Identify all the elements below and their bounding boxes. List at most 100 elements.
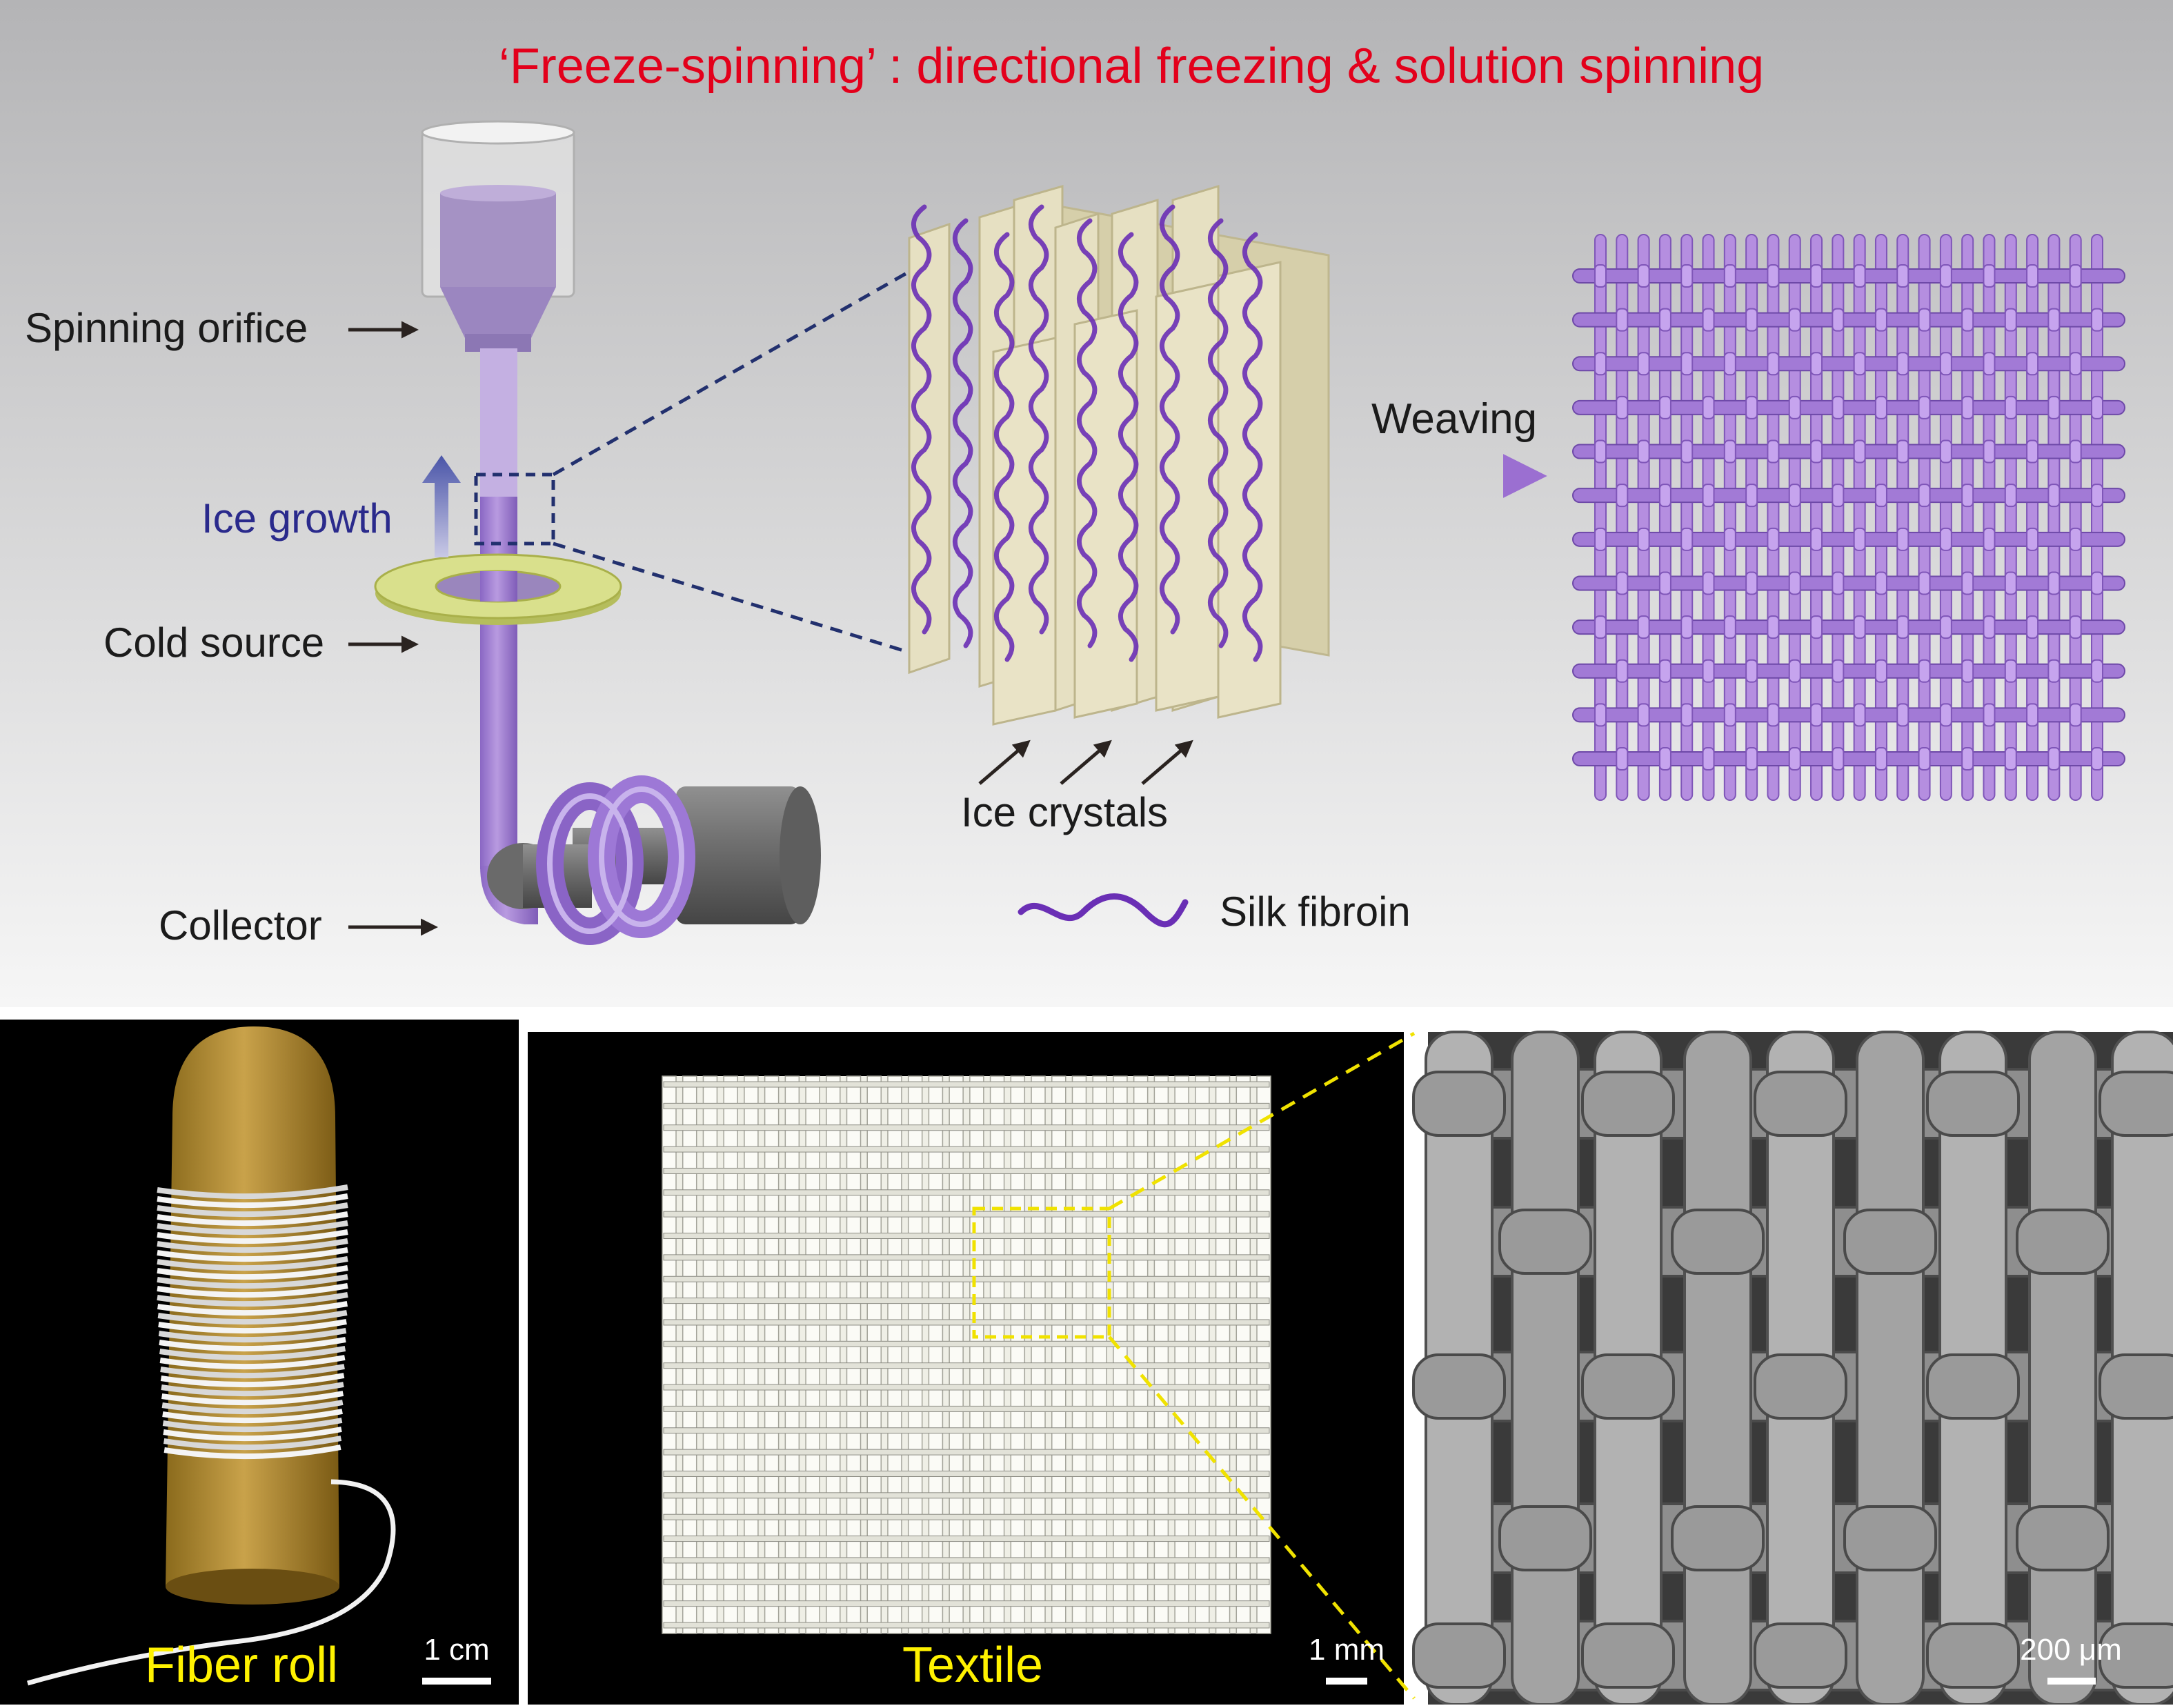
- warp-crossing: [2004, 484, 2017, 508]
- warp-crossing: [1723, 264, 1736, 288]
- weaving-label: Weaving: [1371, 395, 1537, 443]
- fiber-winding: [158, 1319, 347, 1334]
- textile-warp: [887, 1075, 902, 1634]
- textile-weft: [663, 1622, 1270, 1629]
- weft-fiber: [1572, 268, 2125, 284]
- warp-crossing: [2026, 352, 2039, 376]
- warp-crossing: [1767, 615, 1780, 639]
- warp-crossing: [2069, 352, 2082, 376]
- fiber-winding: [157, 1193, 348, 1209]
- warp-crossing: [1939, 439, 1952, 464]
- warp-crossing: [2026, 264, 2039, 288]
- textile-weft: [663, 1340, 1270, 1347]
- fiber-winding: [161, 1382, 344, 1397]
- ice-growth-label: Ice growth: [201, 495, 393, 542]
- fiber-winding: [157, 1310, 348, 1325]
- warp-crossing: [1745, 659, 1758, 683]
- ice-sheet-front: [992, 337, 1057, 726]
- fiber-winding: [157, 1265, 348, 1280]
- warp-crossing: [1896, 615, 1909, 639]
- ice-crystal-pointer-2: [1060, 739, 1112, 785]
- warp-crossing: [1788, 395, 1801, 419]
- warp-crossing: [1810, 615, 1823, 639]
- silk-fibroin-chain: [1159, 204, 1180, 635]
- warp-crossing: [2047, 395, 2061, 419]
- textile-weft: [663, 1449, 1270, 1456]
- ice-crystal-sheets: [908, 184, 1330, 726]
- warp-crossing: [1918, 308, 1931, 332]
- warp-crossing: [1680, 352, 1694, 376]
- warp-crossing: [1853, 703, 1866, 727]
- warp-fiber: [1745, 234, 1758, 801]
- warp-crossing: [2026, 527, 2039, 551]
- warp-crossing: [2091, 659, 2103, 683]
- sem-weft-over: [1926, 1071, 2020, 1137]
- fiber-winding: [157, 1184, 348, 1200]
- warp-crossing: [2047, 659, 2061, 683]
- warp-fiber: [1810, 234, 1823, 801]
- sem-weft-over: [1926, 1622, 2020, 1689]
- fiber-winding: [159, 1355, 346, 1370]
- textile-warp: [1215, 1075, 1231, 1634]
- textile-weft: [663, 1600, 1270, 1607]
- textile-warp: [969, 1075, 984, 1634]
- textile-caption: Textile: [902, 1638, 1043, 1693]
- weft-fiber: [1572, 663, 2125, 679]
- syringe-rim: [421, 120, 575, 145]
- warp-crossing: [1918, 395, 1931, 419]
- warp-fiber: [1702, 234, 1715, 801]
- fiber-winding: [157, 1202, 348, 1218]
- warp-crossing: [1594, 615, 1607, 639]
- textile-warp: [1092, 1075, 1107, 1634]
- textile-warp: [702, 1075, 718, 1634]
- sem-weft-over: [2016, 1505, 2110, 1571]
- fiber-winding: [159, 1346, 346, 1361]
- fiber-frozen: [480, 497, 517, 869]
- warp-fiber: [2004, 234, 2017, 801]
- warp-crossing: [2091, 308, 2103, 332]
- warp-crossing: [1939, 264, 1952, 288]
- textile-weft: [663, 1233, 1270, 1240]
- sem-weft-over: [1581, 1353, 1675, 1420]
- warp-crossing: [1680, 439, 1694, 464]
- textile-weft: [663, 1536, 1270, 1542]
- textile-warp: [682, 1075, 697, 1634]
- textile-warp: [1153, 1075, 1169, 1634]
- textile-weft: [663, 1384, 1270, 1391]
- sem-warp-fiber: [1683, 1031, 1752, 1706]
- fiber-winding: [161, 1400, 344, 1415]
- warp-crossing: [1810, 352, 1823, 376]
- warp-crossing: [1810, 703, 1823, 727]
- warp-crossing: [1874, 747, 1887, 771]
- textile-warp: [1236, 1075, 1251, 1634]
- textile-weft: [663, 1189, 1270, 1196]
- warp-crossing: [1939, 615, 1952, 639]
- fiber-winding: [157, 1274, 348, 1289]
- warp-crossing: [1853, 352, 1866, 376]
- textile-warp: [989, 1075, 1005, 1634]
- sem-warp-fiber: [2028, 1031, 2097, 1706]
- warp-crossing: [1702, 484, 1715, 508]
- sem-weft-over: [1671, 1209, 1765, 1275]
- zoom-line-top: [552, 270, 909, 477]
- warp-fiber: [1939, 234, 1952, 801]
- textile-warp: [744, 1075, 759, 1634]
- warp-crossing: [1723, 615, 1736, 639]
- warp-crossing: [1723, 439, 1736, 464]
- warp-crossing: [1658, 747, 1671, 771]
- warp-crossing: [2069, 615, 2082, 639]
- textile-warp: [1113, 1075, 1128, 1634]
- warp-fiber: [2069, 234, 2082, 801]
- warp-fiber: [1832, 234, 1845, 801]
- silk-fibroin-chain: [1076, 218, 1098, 648]
- sem-weft-over: [1754, 1353, 1847, 1420]
- sem-weft-over: [1671, 1505, 1765, 1571]
- collector-label: Collector: [159, 902, 322, 949]
- weft-fiber: [1572, 312, 2125, 328]
- warp-crossing: [1983, 615, 1996, 639]
- warp-crossing: [1702, 659, 1715, 683]
- sem-weft-over: [1412, 1353, 1506, 1420]
- warp-crossing: [2004, 659, 2017, 683]
- textile-warp: [907, 1075, 923, 1634]
- silk-fibroin-chain: [1118, 232, 1139, 662]
